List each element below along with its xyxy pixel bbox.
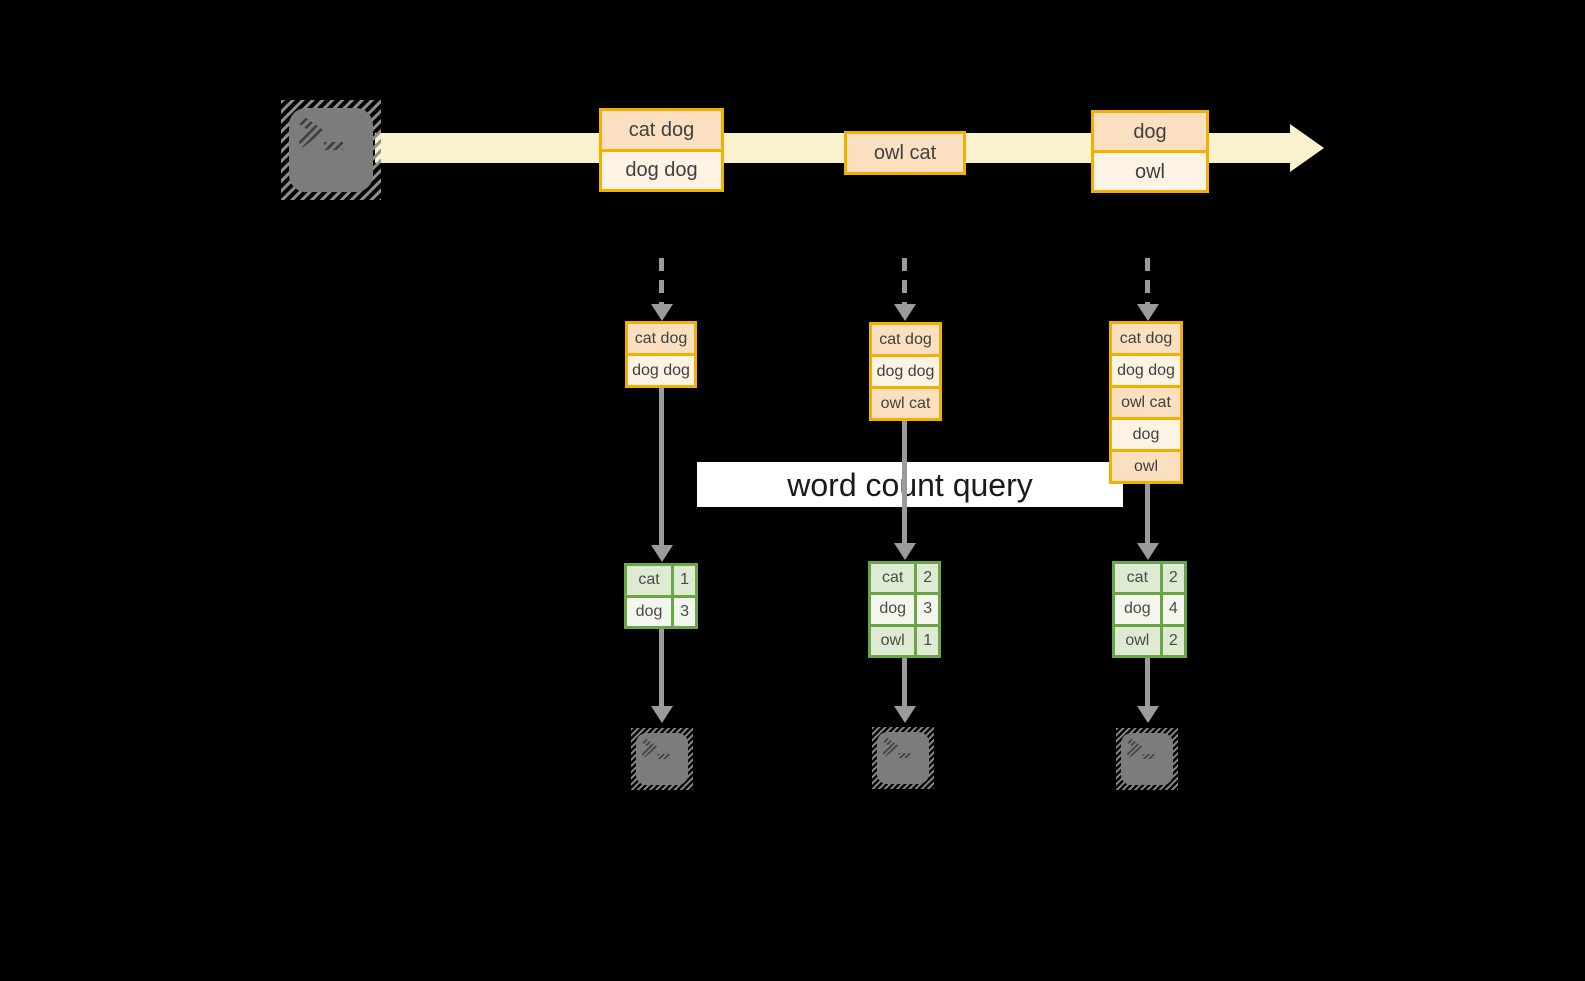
output-arrow-2: [902, 658, 907, 706]
stream-event-box-1: cat dog dog dog: [599, 108, 724, 192]
buffer-cell: cat dog: [628, 324, 694, 353]
count-cell: 2: [917, 564, 938, 593]
query-arrow-1: [659, 388, 664, 545]
count-cell: 1: [674, 566, 695, 595]
output-arrowhead-icon: [651, 706, 673, 723]
ingest-arrow-1: [659, 258, 664, 304]
count-table-1: cat 1 dog 3: [624, 563, 698, 629]
event-cell: owl cat: [847, 134, 963, 172]
query-arrowhead-icon: [894, 543, 916, 560]
window-buffer-1: cat dog dog dog: [625, 321, 697, 388]
event-cell: owl: [1094, 153, 1206, 190]
word-cell: dog: [1115, 595, 1160, 624]
query-arrowhead-icon: [651, 545, 673, 562]
word-cell: dog: [627, 597, 672, 626]
source-terminal-icon: [280, 100, 382, 200]
query-arrow-3: [1145, 484, 1150, 543]
word-cell: owl: [871, 626, 915, 655]
count-cell: 1: [917, 626, 938, 655]
ingest-arrow-3: [1145, 258, 1150, 304]
word-cell: cat: [871, 564, 915, 593]
ingest-arrow-2: [902, 258, 907, 304]
buffer-cell: owl cat: [1112, 388, 1180, 417]
count-cell: 2: [1162, 564, 1184, 593]
query-arrowhead-icon: [1137, 543, 1159, 560]
word-cell: dog: [871, 595, 915, 624]
word-cell: cat: [1115, 564, 1160, 593]
count-cell: 3: [917, 595, 938, 624]
buffer-cell: cat dog: [1112, 324, 1180, 353]
output-terminal-icon-1: [631, 728, 693, 790]
buffer-cell: owl: [1112, 452, 1180, 481]
buffer-cell: dog: [1112, 420, 1180, 449]
query-label: word count query: [787, 466, 1033, 503]
event-cell: dog: [1094, 113, 1206, 150]
stream-event-box-3: dog owl: [1091, 110, 1209, 193]
word-cell: owl: [1115, 626, 1160, 655]
buffer-cell: owl cat: [872, 389, 939, 418]
buffer-cell: dog dog: [628, 356, 694, 385]
window-buffer-2: cat dog dog dog owl cat: [869, 322, 942, 421]
output-terminal-icon-2: [872, 727, 934, 789]
count-cell: 3: [674, 597, 695, 626]
event-cell: cat dog: [602, 111, 721, 149]
query-arrow-2: [902, 421, 907, 543]
buffer-cell: dog dog: [872, 357, 939, 386]
output-arrow-1: [659, 629, 664, 706]
count-cell: 2: [1162, 626, 1184, 655]
stream-arrowhead-icon: [1290, 124, 1324, 172]
buffer-cell: dog dog: [1112, 356, 1180, 385]
count-table-2: cat 2 dog 3 owl 1: [868, 561, 941, 658]
ingest-arrowhead-icon: [894, 304, 916, 321]
query-band: word count query: [697, 462, 1123, 507]
count-table-3: cat 2 dog 4 owl 2: [1112, 561, 1187, 658]
ingest-arrowhead-icon: [651, 304, 673, 321]
output-arrow-3: [1145, 658, 1150, 706]
event-cell: dog dog: [602, 151, 721, 189]
output-arrowhead-icon: [1137, 706, 1159, 723]
output-arrowhead-icon: [894, 706, 916, 723]
word-cell: cat: [627, 566, 672, 595]
output-terminal-icon-3: [1116, 728, 1178, 790]
stream-event-box-2: owl cat: [844, 131, 966, 175]
buffer-cell: cat dog: [872, 325, 939, 354]
window-buffer-3: cat dog dog dog owl cat dog owl: [1109, 321, 1183, 484]
ingest-arrowhead-icon: [1137, 304, 1159, 321]
count-cell: 4: [1162, 595, 1184, 624]
